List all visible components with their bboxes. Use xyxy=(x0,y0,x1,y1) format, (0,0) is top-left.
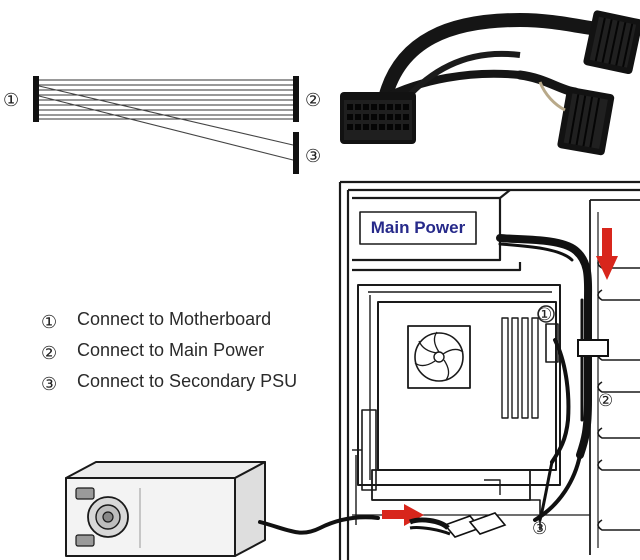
adapter-connector-case xyxy=(577,339,609,357)
right-arrow-icon xyxy=(382,504,424,526)
computer-case xyxy=(338,180,640,560)
case-callouts: ① ② ③ xyxy=(532,305,613,539)
cable-photo xyxy=(340,10,640,156)
psu-cable xyxy=(258,515,380,535)
24pin-female-connector xyxy=(340,92,416,144)
diagonal-wires xyxy=(38,85,294,161)
24pin-male-connector-lower xyxy=(557,87,615,156)
main-power-label: Main Power xyxy=(370,218,466,237)
connector-bar-right xyxy=(293,76,299,122)
case-cable-bundle xyxy=(496,234,593,522)
legend-text-motherboard: Connect to Motherboard xyxy=(77,309,272,329)
case-callout-1: ① xyxy=(537,305,552,325)
legend-text-secondary-psu: Connect to Secondary PSU xyxy=(77,371,298,391)
legend-marker-3: ③ xyxy=(41,374,57,395)
connector-bar-left xyxy=(33,76,39,122)
case-callout-3: ③ xyxy=(532,519,547,539)
schematic-marker-3: ③ xyxy=(305,146,321,167)
down-arrow-icon xyxy=(596,228,618,280)
secondary-psu xyxy=(65,461,266,557)
schematic-marker-2: ② xyxy=(305,90,321,111)
parallel-wires xyxy=(39,79,293,120)
connector-bar-secondary xyxy=(293,132,299,174)
legend-text-main-power: Connect to Main Power xyxy=(77,340,265,360)
legend-marker-1: ① xyxy=(41,312,57,333)
legend-marker-2: ② xyxy=(41,343,57,364)
schematic-marker-1: ① xyxy=(3,90,19,111)
24pin-male-connector-top xyxy=(583,10,640,75)
legend-markers: ① ② ③ xyxy=(41,312,57,395)
secondary-connector-plugs xyxy=(409,512,507,538)
wiring-schematic: ① ② ③ xyxy=(3,76,321,174)
case-callout-2: ② xyxy=(598,391,613,411)
